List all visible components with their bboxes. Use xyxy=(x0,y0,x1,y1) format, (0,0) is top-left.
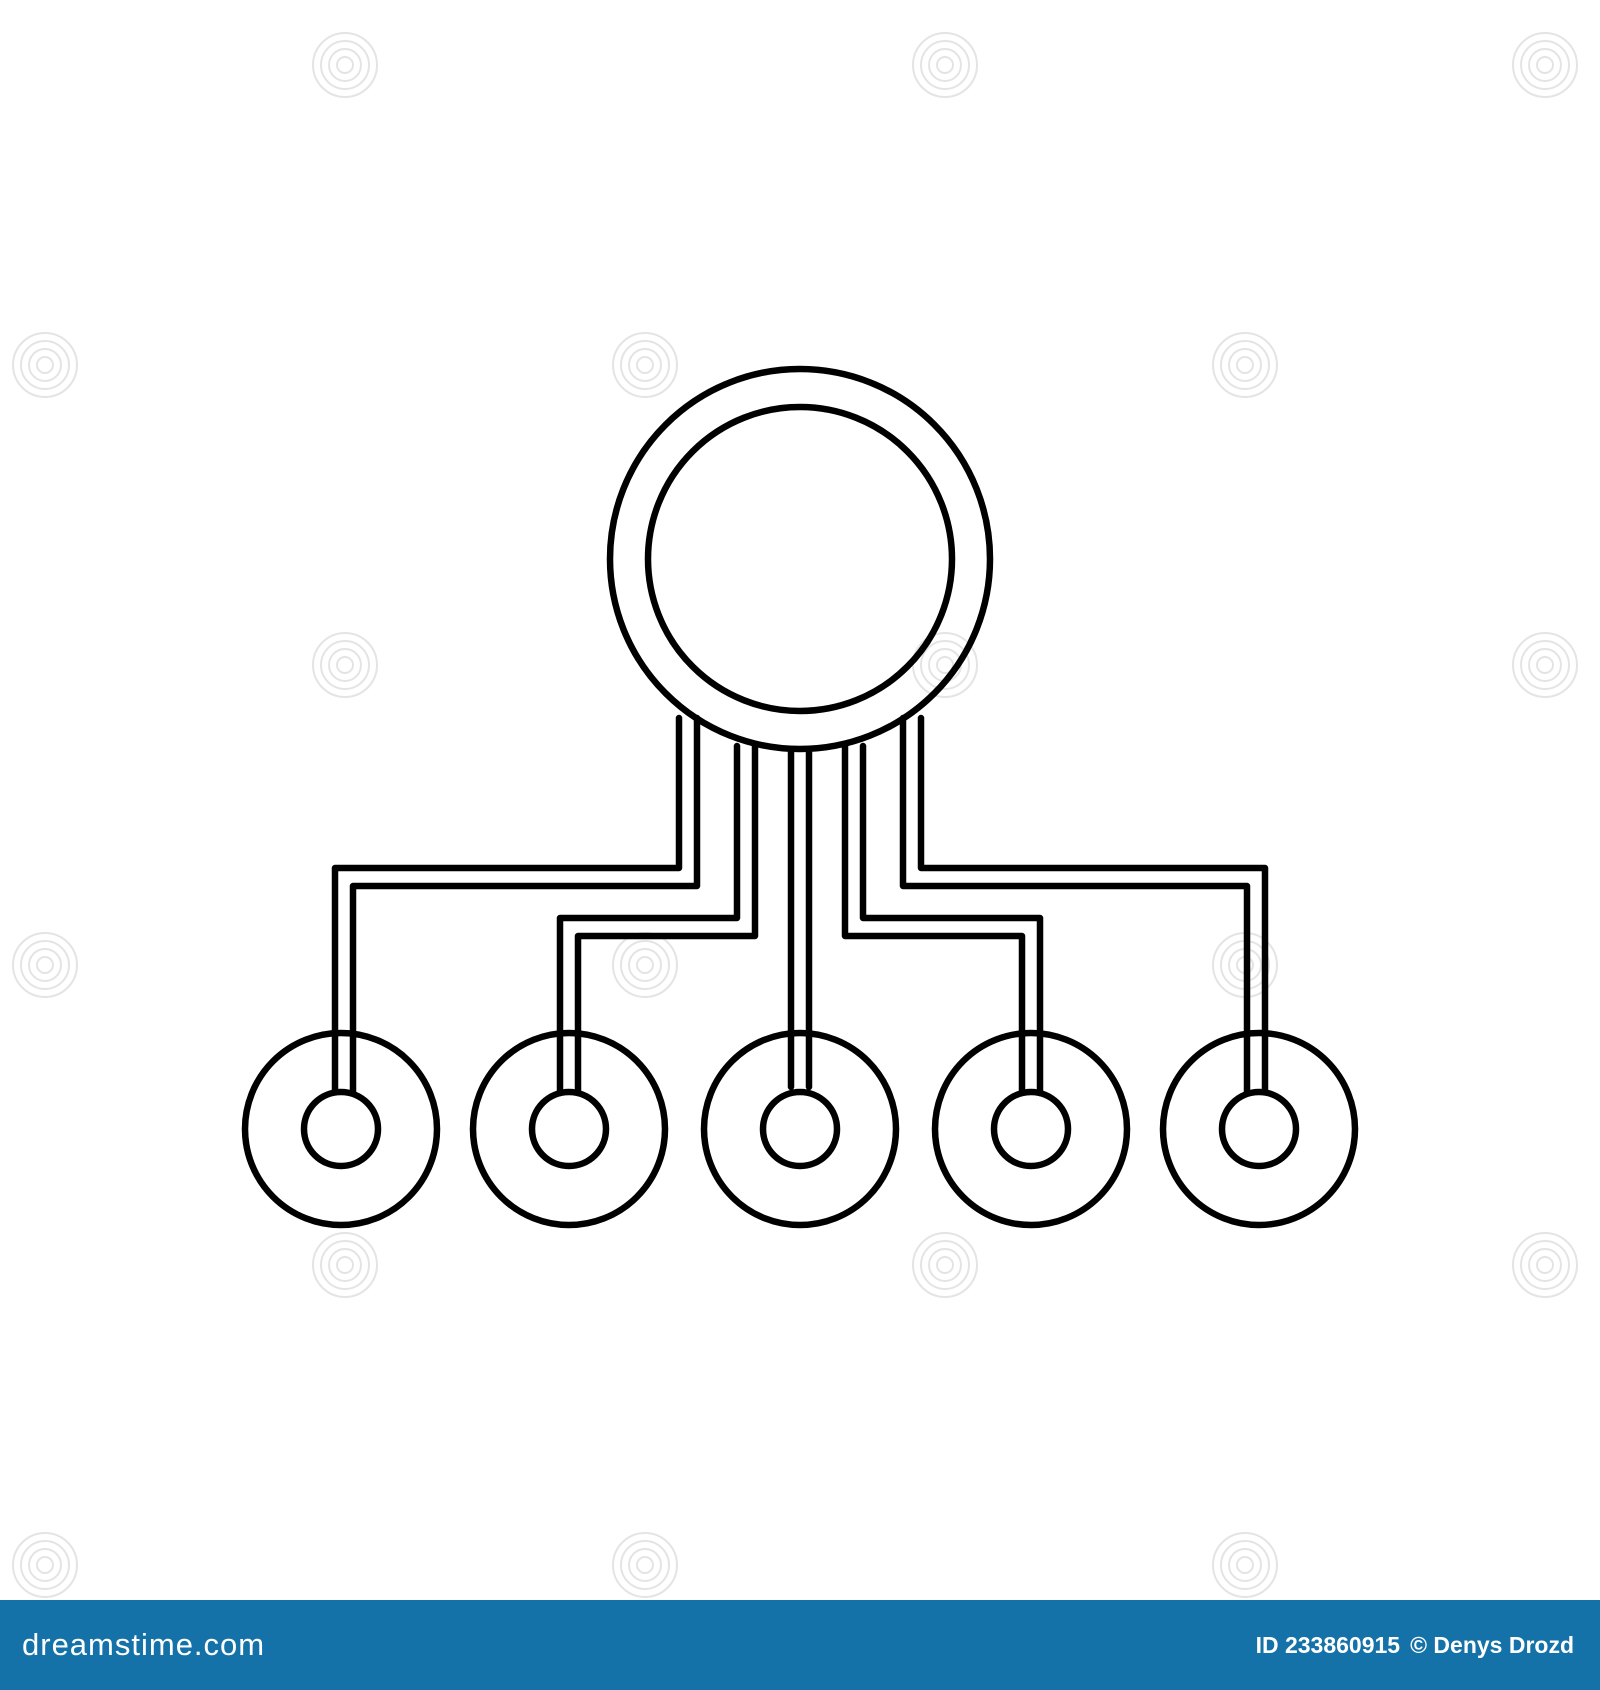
child-node-1 xyxy=(241,1029,441,1229)
stock-footer-bar: dreamstime.com ID 233860915 © Denys Droz… xyxy=(0,1600,1600,1690)
parent-node xyxy=(606,365,994,753)
child-node-3-outer-ring xyxy=(700,1029,900,1229)
child-node-2 xyxy=(469,1029,669,1229)
image-credit: ID 233860915 © Denys Drozd xyxy=(1256,1632,1574,1659)
child-node-5-outer-ring xyxy=(1159,1029,1359,1229)
stock-image-canvas xyxy=(12,32,1578,1598)
image-id: ID 233860915 xyxy=(1255,1631,1401,1658)
child-node-2-inner-ring xyxy=(528,1088,610,1170)
child-node-5-inner-ring xyxy=(1218,1088,1300,1170)
child-node-3-inner-ring xyxy=(759,1088,841,1170)
trace-5 xyxy=(899,714,1251,1096)
parent-node-inner-ring xyxy=(644,403,956,715)
trace-1-inner xyxy=(349,714,701,1096)
trace-2-inner xyxy=(574,742,759,1097)
trace-1 xyxy=(331,714,683,1096)
author-credit: © Denys Drozd xyxy=(1410,1631,1574,1658)
trace-2 xyxy=(556,742,741,1097)
child-node-3 xyxy=(700,1029,900,1229)
trace-4 xyxy=(841,742,1026,1097)
child-node-4-inner-ring xyxy=(990,1088,1072,1170)
child-node-2-outer-ring xyxy=(469,1029,669,1229)
network-hierarchy-icon xyxy=(241,365,1359,1229)
child-nodes xyxy=(241,1029,1359,1229)
dreamstime-logo[interactable]: dreamstime.com xyxy=(22,1627,266,1662)
parent-node-outer-ring xyxy=(606,365,994,753)
child-node-4 xyxy=(931,1029,1131,1229)
connector-traces xyxy=(331,714,1269,1097)
trace-5-inner xyxy=(917,714,1269,1096)
trace-4-inner xyxy=(859,742,1044,1097)
child-node-1-inner-ring xyxy=(300,1088,382,1170)
child-node-5 xyxy=(1159,1029,1359,1229)
child-node-4-outer-ring xyxy=(931,1029,1131,1229)
child-node-1-outer-ring xyxy=(241,1029,441,1229)
